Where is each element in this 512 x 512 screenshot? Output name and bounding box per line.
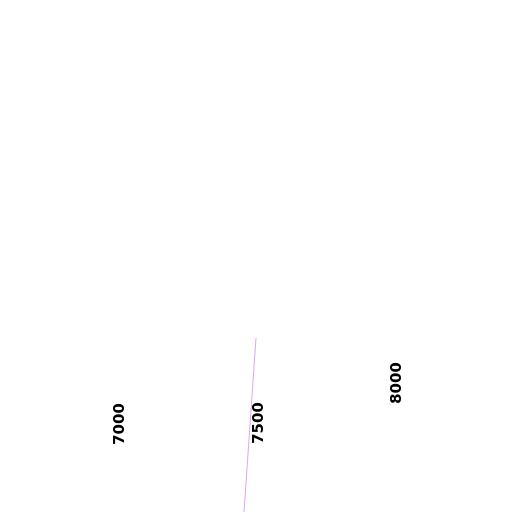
contour-label-7000: 7000	[110, 403, 128, 445]
contour-label-8000: 8000	[387, 362, 405, 404]
contour-label-group-8000: 8000	[387, 362, 405, 404]
contour-label-7500: 7500	[249, 402, 267, 444]
contour-label-group-7000: 7000	[110, 403, 128, 445]
boundary-line	[243, 337, 257, 512]
contour-label-group-7500: 7500	[249, 402, 267, 444]
